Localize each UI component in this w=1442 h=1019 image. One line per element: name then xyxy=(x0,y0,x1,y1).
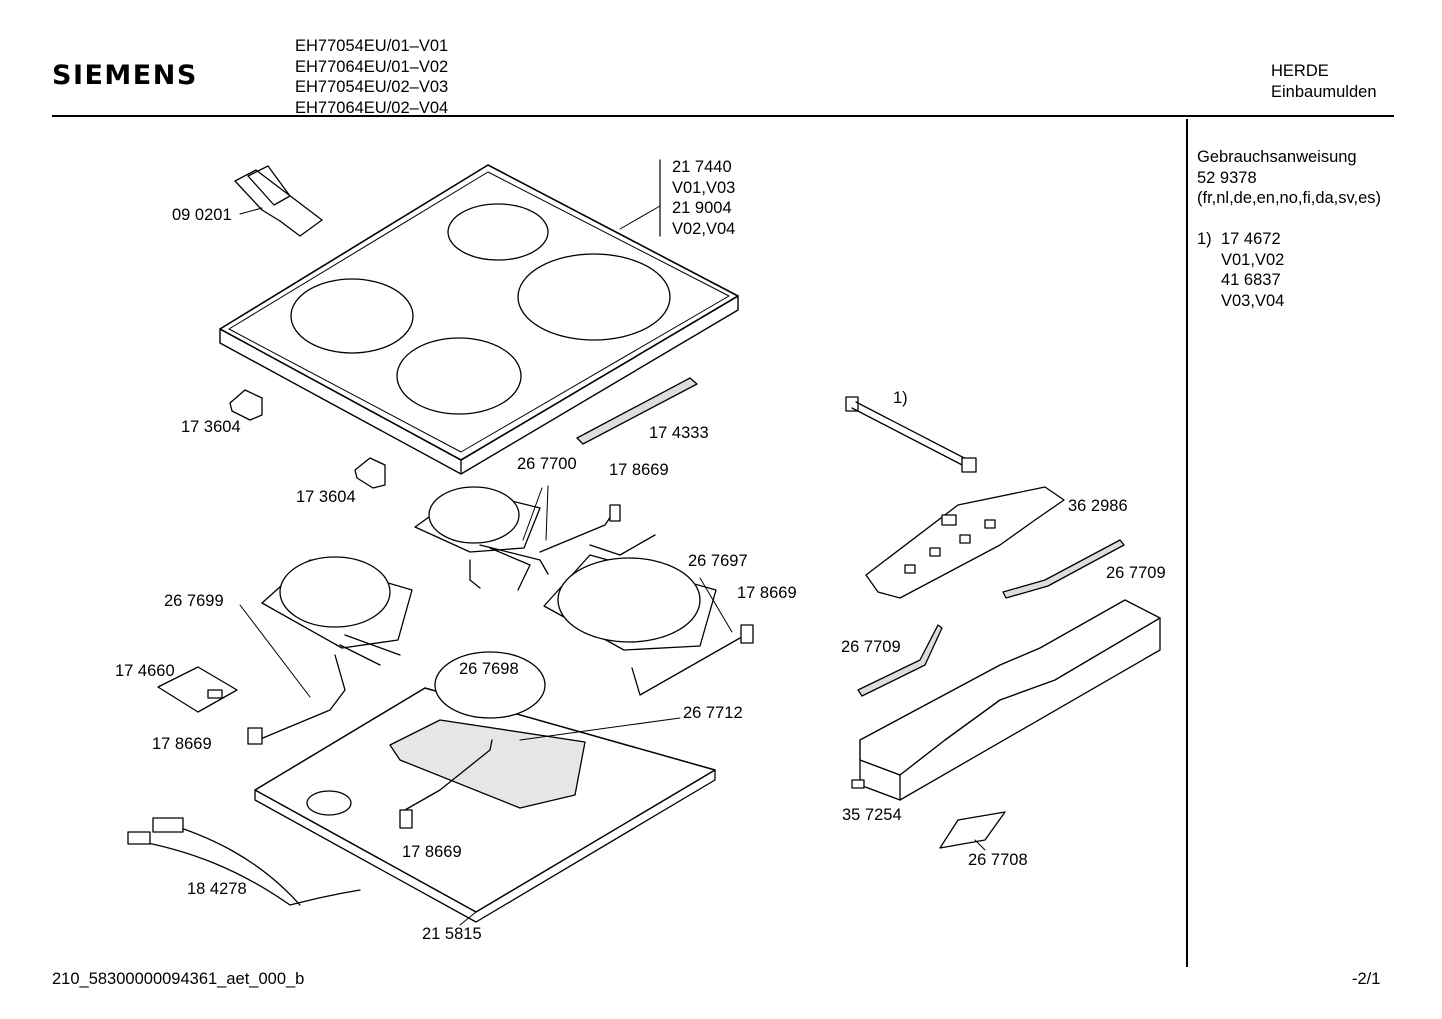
heater-right xyxy=(543,534,754,696)
model-line: EH77054EU/02–V03 xyxy=(295,78,449,96)
ribbon-cable xyxy=(845,396,977,473)
page-number: -2/1 xyxy=(1352,970,1381,988)
control-board xyxy=(865,486,1065,599)
part-number: 21 9004 xyxy=(672,199,732,217)
model-line: EH77054EU/01–V01 xyxy=(295,37,449,55)
footnote-line: 17 4672 xyxy=(1221,230,1281,248)
model-list: EH77054EU/01–V01 EH77064EU/01–V02 EH7705… xyxy=(295,36,448,118)
part-label: 26 7709 xyxy=(1106,564,1166,582)
manual-number: 52 9378 xyxy=(1197,168,1257,187)
part-label: 17 3604 xyxy=(181,418,241,436)
heater-left xyxy=(239,556,413,745)
heater-small xyxy=(414,485,621,591)
base-tray xyxy=(254,651,716,926)
part-variant: V01,V03 xyxy=(672,178,736,197)
bracket-part xyxy=(939,811,1006,851)
part-label: 09 0201 xyxy=(172,206,232,224)
part-label: 26 7697 xyxy=(688,552,748,570)
part-label: 35 7254 xyxy=(842,806,902,824)
manual-title: Gebrauchsanweisung xyxy=(1197,148,1357,166)
part-label: 26 7700 xyxy=(517,455,577,473)
footnote-line: V01,V02 xyxy=(1221,250,1285,269)
footnote-line: V03,V04 xyxy=(1221,291,1285,310)
wiring-harness xyxy=(127,817,361,906)
part-number: 21 7440 xyxy=(672,158,732,176)
rod xyxy=(857,539,1125,697)
document-id: 210_58300000094361_aet_000_b xyxy=(52,970,305,988)
part-label: 18 4278 xyxy=(187,880,247,898)
part-label: 26 7698 xyxy=(459,660,519,678)
manual-languages: (fr,nl,de,en,no,fi,da,sv,es) xyxy=(1197,189,1382,207)
part-label-glass-top: 21 7440 V01,V03 21 9004 V02,V04 xyxy=(672,157,735,239)
bracket-part xyxy=(234,165,323,237)
model-line: EH77064EU/01–V02 xyxy=(295,57,449,76)
part-label: 1) xyxy=(893,389,908,407)
category-line: Einbaumulden xyxy=(1271,82,1377,101)
part-label: 17 8669 xyxy=(152,735,212,753)
manual-info: Gebrauchsanweisung 52 9378 (fr,nl,de,en,… xyxy=(1197,147,1381,209)
header-divider xyxy=(52,115,1394,117)
part-label: 26 7708 xyxy=(968,851,1028,869)
part-variant: V02,V04 xyxy=(672,219,736,238)
part-label: 26 7709 xyxy=(841,638,901,656)
part-label: 17 8669 xyxy=(609,461,669,479)
sidebar-divider xyxy=(1186,119,1188,967)
brand-logo: SIEMENS xyxy=(52,60,198,91)
category: HERDE Einbaumulden xyxy=(1271,61,1377,102)
part-label: 17 3604 xyxy=(296,488,356,506)
footnote-line: 41 6837 xyxy=(1221,271,1281,289)
part-label: 17 4333 xyxy=(649,424,709,442)
part-label: 17 8669 xyxy=(402,843,462,861)
footnote-marker: 1) xyxy=(1197,230,1212,248)
sensor-board xyxy=(157,666,238,713)
seal-strip xyxy=(576,377,698,445)
part-label: 36 2986 xyxy=(1068,497,1128,515)
part-label: 17 8669 xyxy=(737,584,797,602)
model-line: EH77064EU/02–V04 xyxy=(295,98,449,117)
part-label: 26 7699 xyxy=(164,592,224,610)
housing xyxy=(851,599,1161,801)
footnote: 1) 17 4672 V01,V02 41 6837 V03,V04 xyxy=(1197,229,1284,311)
category-line: HERDE xyxy=(1271,62,1329,80)
part-label: 17 4660 xyxy=(115,662,175,680)
glass-cooktop-panel xyxy=(219,159,739,475)
part-label: 21 5815 xyxy=(422,925,482,943)
part-label: 26 7712 xyxy=(683,704,743,722)
clip-part xyxy=(229,389,386,489)
